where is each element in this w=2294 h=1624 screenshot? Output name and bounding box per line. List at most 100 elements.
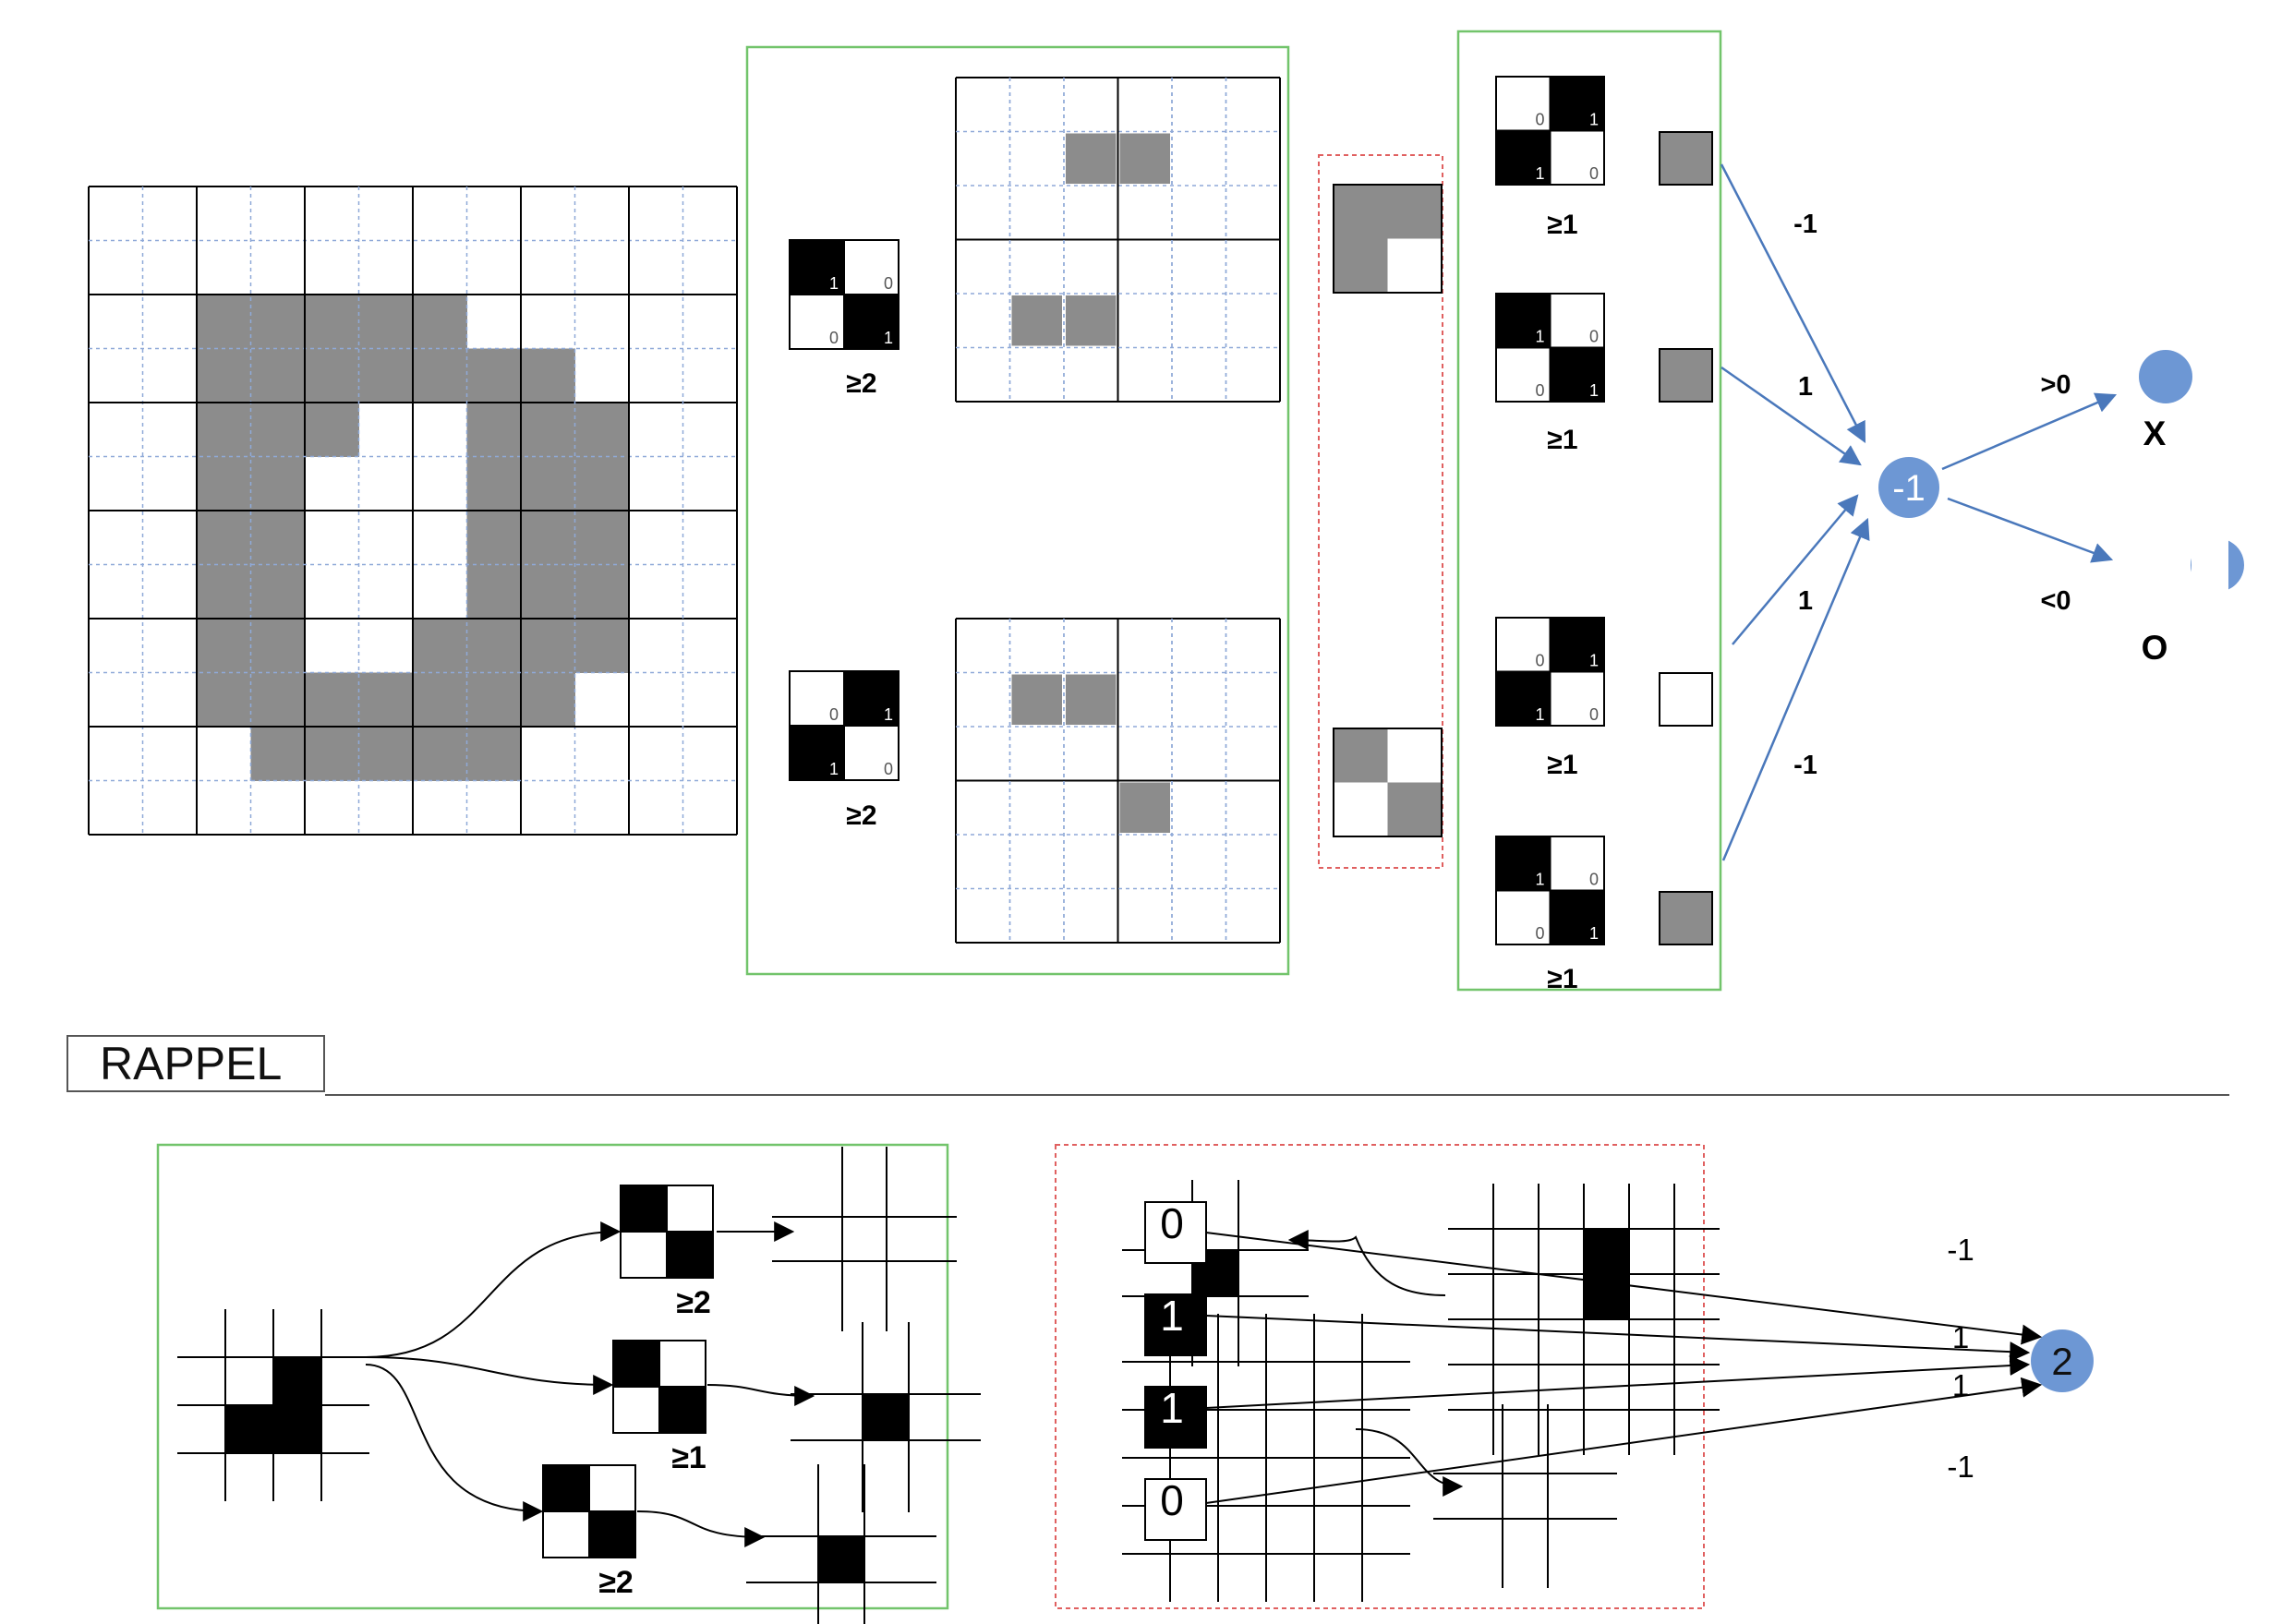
filter-weight: 1: [1535, 164, 1544, 183]
filter-cell: [1495, 293, 1551, 349]
input-cell: [521, 564, 575, 620]
filter-2-threshold: ≥2: [846, 800, 876, 831]
rappel-weight-2: 1: [1952, 1320, 1969, 1354]
filter-cell: [1495, 346, 1551, 403]
filter-cell: [843, 670, 899, 727]
rappel-filter-cell: [588, 1464, 636, 1512]
rappel-edge: [1205, 1232, 2043, 1345]
input-cell: [305, 672, 359, 728]
input-cell: [305, 403, 359, 457]
input-cell: [250, 619, 306, 673]
filter-cell: [789, 670, 845, 727]
rappel-neuron-node: [2031, 1329, 2094, 1392]
edge-4-weight: -1: [1793, 751, 1817, 780]
edge-1-weight: -1: [1793, 210, 1817, 239]
input-cell: [413, 672, 467, 728]
input-cell: [521, 511, 575, 565]
input-cell: [250, 511, 306, 565]
input-cell: [250, 348, 306, 403]
filter-cell: [1549, 836, 1605, 892]
edge-4: [1721, 517, 1870, 861]
rappel-filter-cell: [542, 1510, 590, 1558]
input-cell: [413, 727, 467, 781]
rappel-filter-cell: [658, 1386, 706, 1434]
input-cell: [521, 619, 575, 673]
feature-cell: [1011, 295, 1062, 346]
filter-cell: [789, 239, 845, 295]
rappel-threshold-2: ≥1: [671, 1440, 706, 1475]
rappel-filter-cell: [542, 1464, 590, 1512]
filter-weight: 0: [1535, 381, 1544, 400]
input-cell: [574, 403, 630, 457]
input-cell: [250, 295, 306, 349]
rappel-filter-cell: [612, 1386, 660, 1434]
rappel-filter-cell: [620, 1231, 668, 1279]
filter-weight: 1: [884, 705, 893, 724]
rappel-convolution-example: [177, 1147, 981, 1624]
edge-3: [1732, 494, 1859, 645]
filter-cell: [1549, 76, 1605, 132]
filter-weight: 0: [1589, 164, 1599, 183]
rappel-input-box: [1144, 1386, 1207, 1449]
condition-o: <0: [2040, 586, 2071, 616]
input-cell: [305, 295, 359, 349]
filter-cell: [843, 725, 899, 781]
edge-3-weight: 1: [1798, 586, 1813, 616]
input-cell: [521, 672, 575, 728]
filter-cell: [1549, 617, 1605, 673]
output-neuron: [1878, 457, 1939, 518]
input-cell: [250, 564, 306, 620]
rappel-edge: [1205, 1355, 2031, 1409]
rappel-input-1: 0: [1160, 1199, 1184, 1247]
input-cell: [358, 295, 414, 349]
filter-weight: 1: [829, 274, 839, 293]
input-grid-lines: [88, 186, 738, 836]
feature-cell: [1066, 674, 1117, 725]
input-cell: [197, 619, 251, 673]
pooled-cell: [1334, 238, 1388, 293]
pooling-panel: [1318, 154, 1443, 869]
feature-cell: [1011, 674, 1062, 725]
edge-2: [1720, 366, 1862, 466]
input-filled-cells: [197, 295, 630, 781]
filter-weight: 1: [1589, 652, 1599, 670]
filter-weight: 1: [1589, 924, 1599, 943]
second-filter-output: [1659, 348, 1713, 403]
input-cell: [197, 348, 251, 403]
output-neuron-value: -1: [1892, 468, 1926, 509]
filter-weight: 1: [884, 329, 893, 347]
filter-weight: 1: [1535, 871, 1544, 889]
rappel-filter-cell: [658, 1340, 706, 1388]
rappel-arrow: [365, 1221, 622, 1358]
output-x-label: X: [2143, 415, 2167, 452]
input-cell: [466, 564, 522, 620]
filter-cell: [1549, 670, 1605, 727]
rappel-neuron-example: [1144, 1201, 2043, 1541]
output-o-clip: [2191, 526, 2228, 600]
rappel-weight-1: -1: [1947, 1233, 1974, 1267]
input-cell: [466, 727, 522, 781]
rappel-filter-cell: [620, 1185, 668, 1233]
feature-cell: [1066, 295, 1117, 346]
filter-cell: [843, 239, 899, 295]
rappel-threshold-3: ≥2: [598, 1565, 634, 1600]
second-filter-3-threshold: ≥1: [1547, 750, 1577, 780]
rappel-conv-panel: [156, 1143, 949, 1610]
feature-map-2: [955, 618, 1281, 944]
rappel-black-cell: [273, 1357, 321, 1405]
filter-weight: 0: [884, 760, 893, 778]
rappel-threshold-1: ≥2: [676, 1285, 711, 1320]
input-cell: [358, 672, 414, 728]
rappel-arrow: [365, 1364, 544, 1522]
rappel-arrow: [365, 1356, 614, 1395]
filter-cell: [1549, 129, 1605, 186]
filter-cell: [789, 725, 845, 781]
rappel-input-box: [1144, 1201, 1207, 1264]
filter-weight: 0: [1589, 705, 1599, 724]
pooled-map-1: [1333, 184, 1443, 294]
filter-weight: 0: [829, 329, 839, 347]
input-cell: [197, 295, 251, 349]
